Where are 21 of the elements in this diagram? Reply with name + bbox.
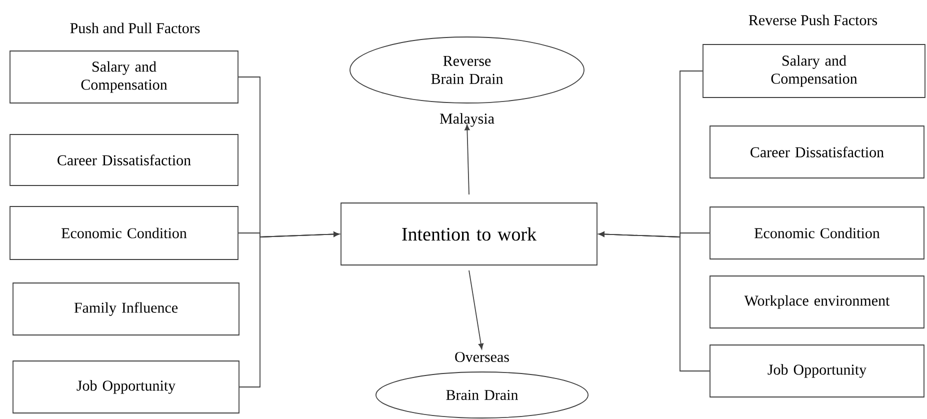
- factor-box: Family Influence: [12, 282, 240, 336]
- factor-box: Career Dissatisfaction: [10, 134, 238, 186]
- process-box: Intention to work: [340, 202, 598, 266]
- factor-box: Career Dissatisfaction: [710, 126, 924, 178]
- group-heading: Reverse Push Factors: [748, 14, 878, 26]
- ellipse-node: Reverse Brain Drain: [350, 36, 584, 104]
- arrow: [464, 124, 470, 195]
- factor-box: Economic Condition: [10, 206, 238, 260]
- factor-box: Job Opportunity: [710, 344, 924, 398]
- group-heading: Push and Pull Factors: [70, 22, 200, 34]
- factor-box: Economic Condition: [710, 206, 924, 260]
- arrow: [598, 232, 710, 372]
- ellipse-node: Brain Drain: [376, 372, 589, 418]
- factor-box: Salary and Compensation: [10, 50, 238, 104]
- factor-box: Workplace environment: [710, 276, 924, 328]
- beside-label: Overseas: [455, 352, 509, 362]
- arrow: [239, 232, 340, 388]
- factor-box: Job Opportunity: [12, 360, 240, 414]
- beside-label: Malaysia: [440, 113, 494, 127]
- factor-box: Salary and Compensation: [702, 44, 926, 98]
- arrow: [468, 270, 484, 350]
